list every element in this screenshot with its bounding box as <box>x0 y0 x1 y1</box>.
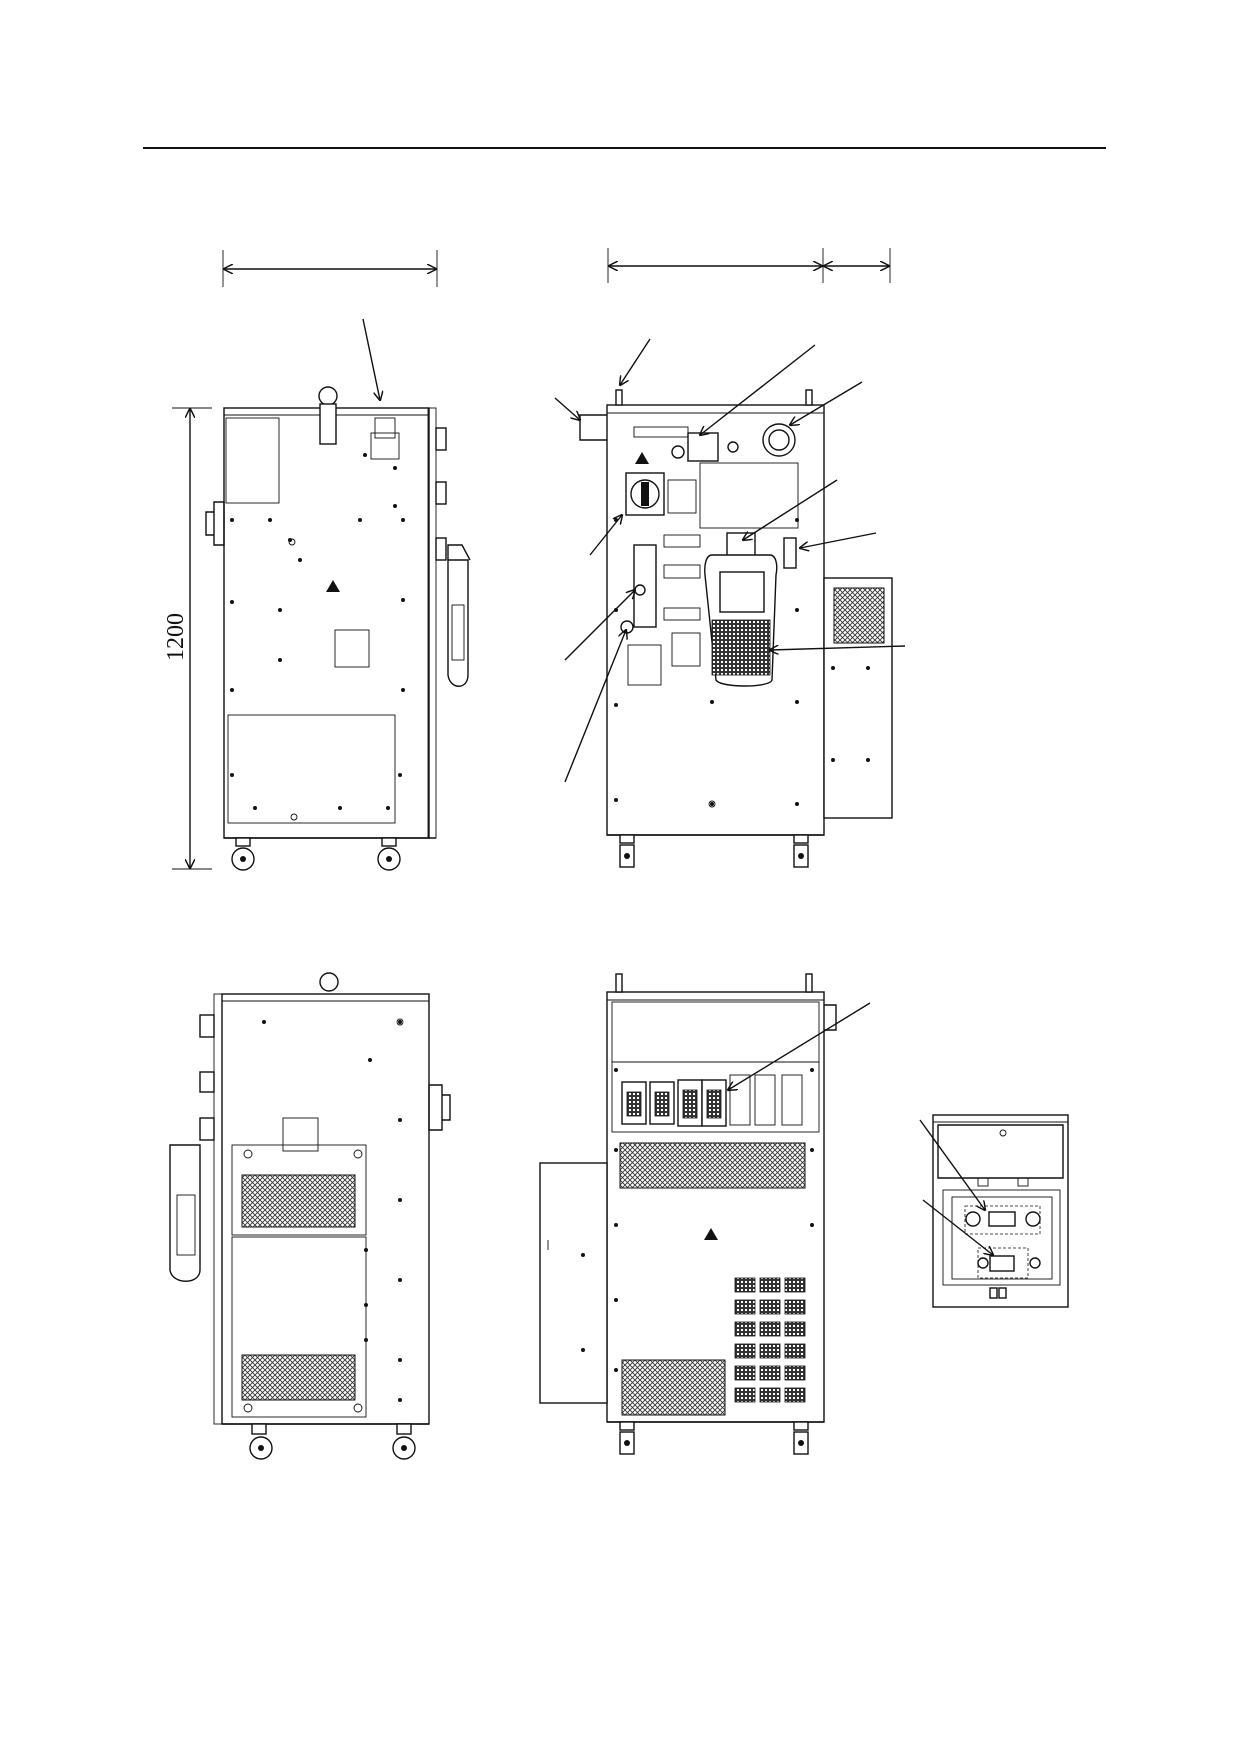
front-view <box>554 338 906 868</box>
louver-grid <box>734 1277 806 1403</box>
caster-wheel-icon <box>377 837 401 871</box>
side-view-right <box>169 972 451 1460</box>
dimension-lines <box>172 248 891 870</box>
caster-wheel-icon <box>392 1423 416 1460</box>
eye-bolt-icon <box>318 386 338 445</box>
detail-view-connector-panel <box>919 1114 1069 1308</box>
rear-view <box>539 973 871 1455</box>
caster-wheel-icon <box>231 837 255 871</box>
warning-triangle-icon <box>326 580 340 592</box>
warning-triangle-icon <box>704 1228 718 1240</box>
eye-bolt-icon <box>319 972 339 992</box>
caster-wheel-icon <box>793 834 809 868</box>
side-view-left <box>205 318 471 871</box>
caster-wheel-icon <box>619 1421 635 1455</box>
caster-wheel-icon <box>249 1423 273 1460</box>
main-breaker-handle-icon <box>625 472 665 516</box>
caster-wheel-icon <box>619 834 635 868</box>
header-rule <box>143 147 1106 149</box>
teach-pendant-icon <box>704 532 778 687</box>
caster-wheel-icon <box>793 1421 809 1455</box>
warning-triangle-icon <box>635 452 649 464</box>
